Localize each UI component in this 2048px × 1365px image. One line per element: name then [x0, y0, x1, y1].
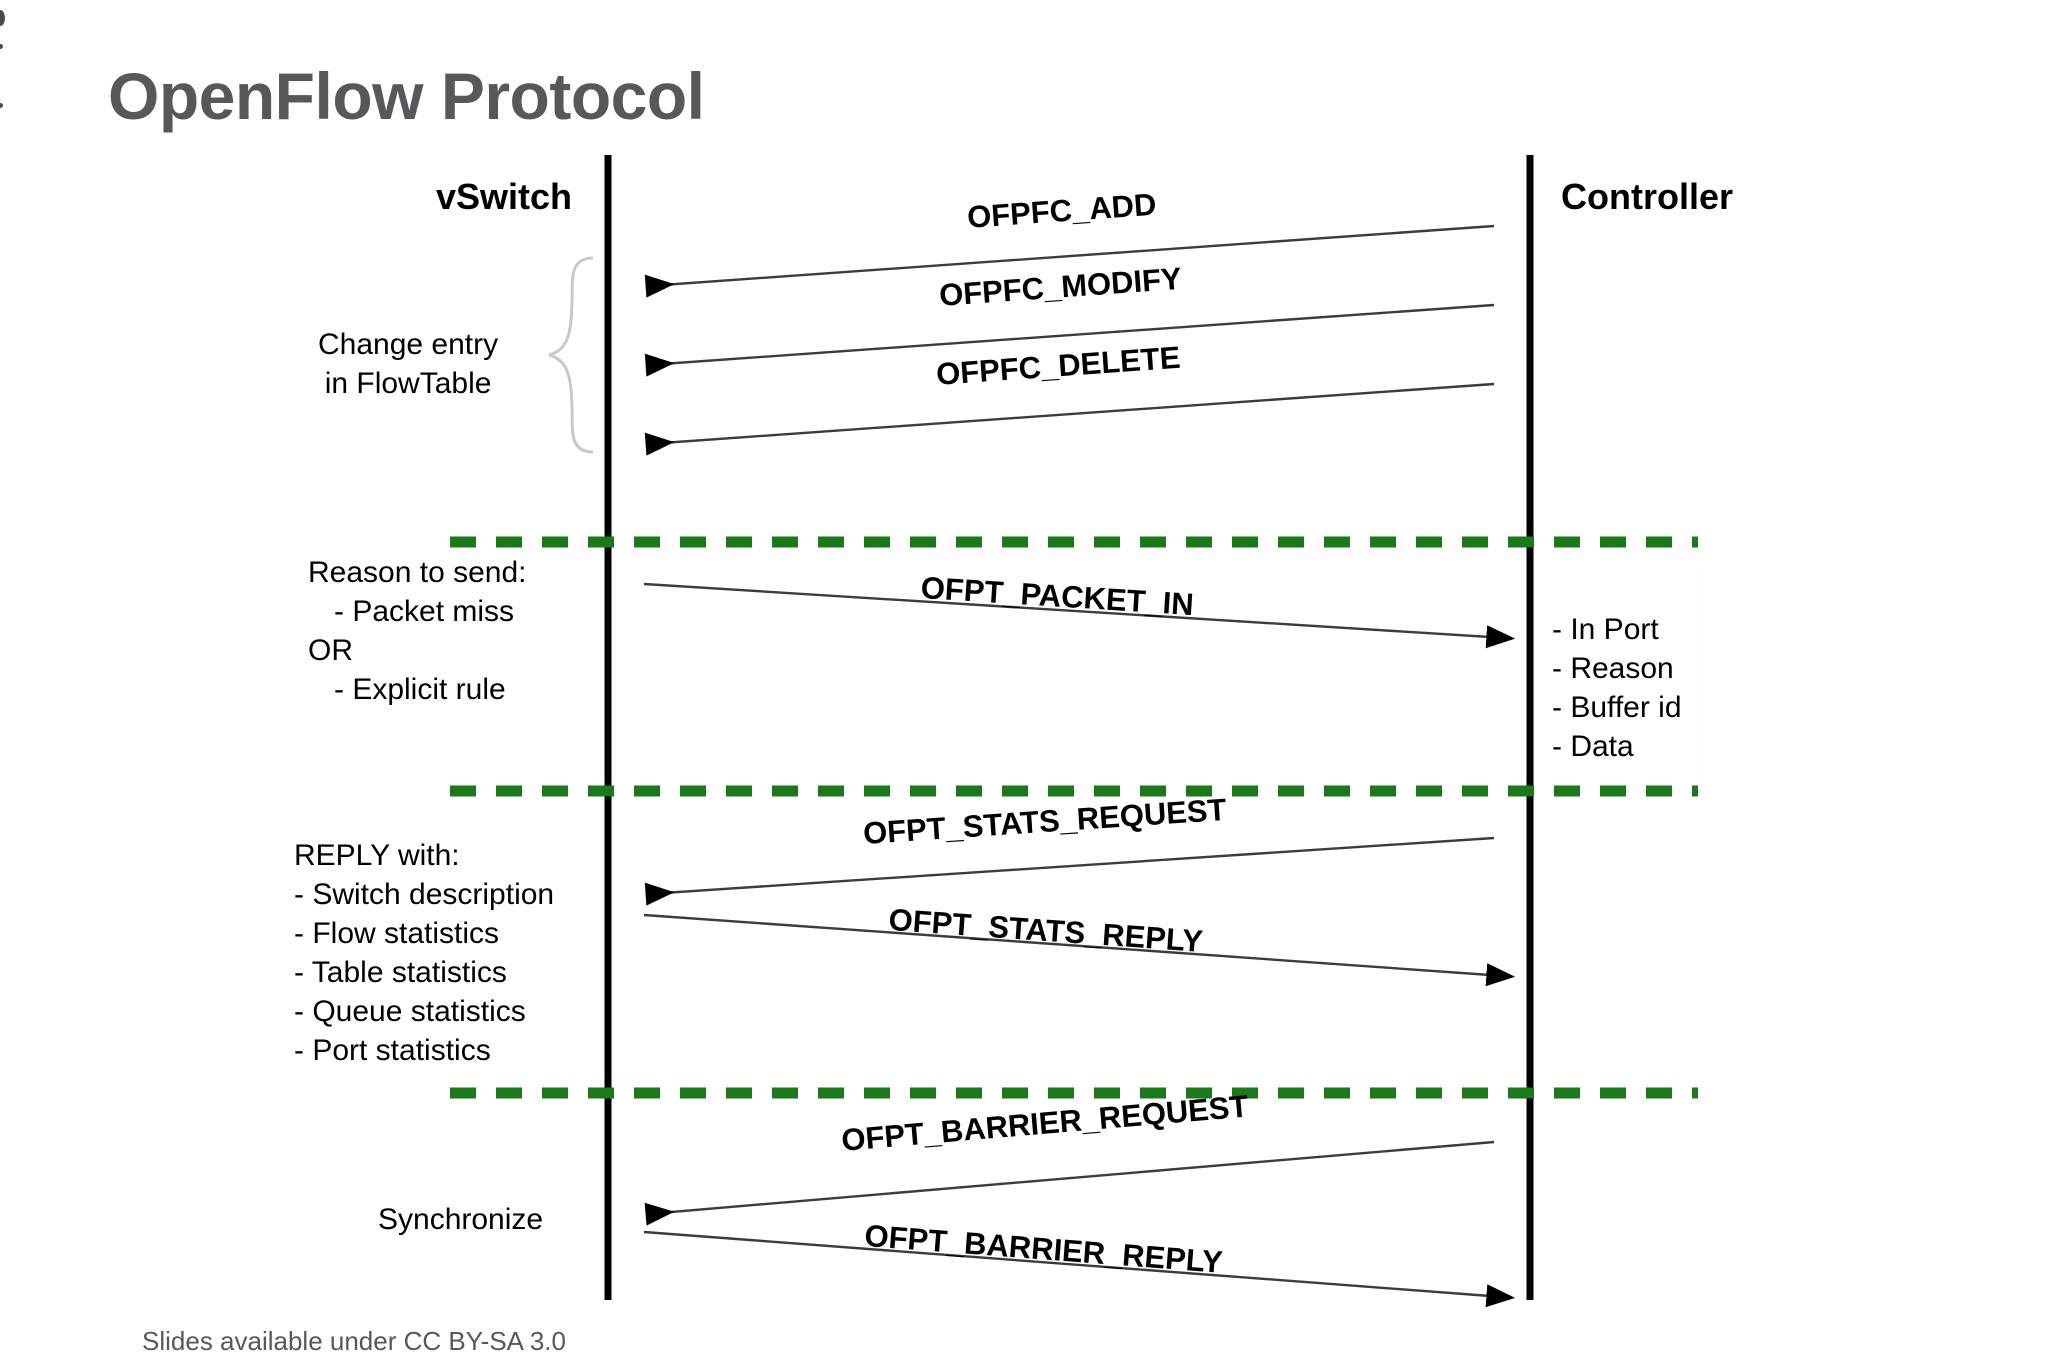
actor-label-vswitch: vSwitch — [436, 176, 573, 217]
arrow-ofpt-barrier-request — [644, 1140, 1495, 1226]
note-packet-in-data: - Data — [1552, 730, 1634, 763]
actor-label-controller: Controller — [1561, 176, 1734, 217]
note-reason-title: Reason to send: — [308, 556, 527, 589]
note-reply-with: REPLY with: - Switch description - Flow … — [294, 836, 554, 1070]
note-change-entry: Change entry in FlowTable — [318, 325, 498, 403]
edge-fragment-dot — [0, 44, 3, 49]
edge-fragment-dot-2 — [0, 103, 3, 108]
arrow-ofpt-stats-reply — [643, 913, 1516, 987]
page-title: OpenFlow Protocol — [108, 59, 705, 133]
arrow-ofpfc-modify — [644, 303, 1495, 377]
footer-license-note: Slides available under CC BY-SA 3.0 — [142, 1326, 566, 1356]
note-reason-to-send: Reason to send: - Packet miss OR - Expli… — [308, 553, 526, 709]
flow-mod-brace — [548, 256, 594, 454]
note-reason-or: OR — [308, 634, 353, 667]
note-change-entry-line2: in FlowTable — [324, 367, 492, 400]
note-packet-in-buffer-id: - Buffer id — [1552, 691, 1682, 724]
packet-in-band-background — [445, 540, 1700, 793]
note-synchronize: Synchronize — [378, 1200, 543, 1239]
note-packet-in-in-port: - In Port — [1552, 613, 1659, 646]
note-synchronize-label: Synchronize — [378, 1203, 544, 1236]
note-change-entry-line1: Change entry — [318, 328, 499, 361]
note-reply-queue-statistics: - Queue statistics — [294, 995, 526, 1028]
arrow-ofpfc-delete — [644, 382, 1495, 456]
note-reply-port-statistics: - Port statistics — [294, 1034, 491, 1067]
note-reason-explicit-rule: - Explicit rule — [334, 673, 506, 706]
note-reply-table-statistics: - Table statistics — [294, 956, 507, 989]
note-reason-packet-miss: - Packet miss — [334, 595, 515, 628]
note-reply-title: REPLY with: — [294, 839, 460, 872]
arrow-ofpt-packet-in — [643, 582, 1516, 649]
arrow-ofpt-stats-request — [644, 836, 1495, 906]
note-reply-switch-description: - Switch description — [294, 878, 555, 911]
note-reply-flow-statistics: - Flow statistics — [294, 917, 500, 950]
arrow-ofpt-barrier-reply — [643, 1230, 1516, 1308]
note-packet-in-reason: - Reason — [1552, 652, 1674, 685]
edge-fragment-top — [0, 10, 5, 26]
arrow-ofpfc-add — [644, 224, 1495, 298]
note-packet-in-fields: - In Port - Reason - Buffer id - Data — [1552, 610, 1682, 766]
